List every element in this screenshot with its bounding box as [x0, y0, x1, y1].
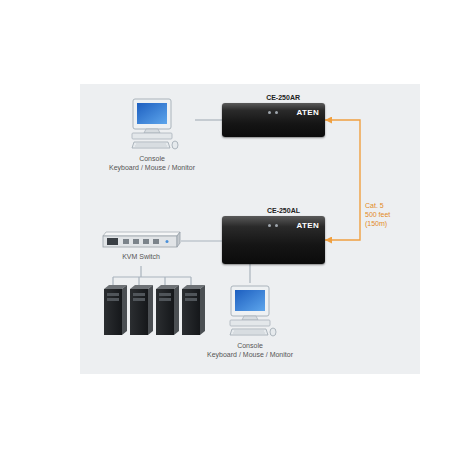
led	[275, 224, 278, 227]
device-label: Console	[139, 154, 165, 163]
connector-line	[181, 240, 222, 241]
extender-unit: CE-250ARATEN	[222, 103, 325, 137]
bus-lines	[113, 266, 191, 287]
kvm-switch: KVM Switch	[101, 231, 181, 261]
connector-line	[249, 264, 250, 283]
model-label: CE-250AR	[266, 93, 300, 102]
cable-label: Cat. 5 500 feet (150m)	[365, 201, 393, 228]
kvm-switch-icon	[101, 231, 181, 249]
device-description: Keyboard / Mouse / Monitor	[109, 163, 195, 172]
cable-connector	[325, 120, 360, 240]
brand-logo: ATEN	[297, 108, 319, 117]
device-label: Console	[237, 341, 263, 350]
model-label: CE-250AL	[267, 206, 300, 215]
console-computer: ConsoleKeyboard / Mouse / Monitor	[207, 283, 293, 359]
computer-icon	[222, 283, 278, 339]
device-label: KVM Switch	[122, 252, 160, 261]
console-computer: ConsoleKeyboard / Mouse / Monitor	[109, 96, 195, 172]
brand-logo: ATEN	[297, 221, 319, 230]
device-description: Keyboard / Mouse / Monitor	[207, 350, 293, 359]
computer-towers	[104, 285, 205, 335]
status-leds	[268, 111, 280, 114]
led	[268, 224, 271, 227]
background-panel	[80, 84, 420, 374]
status-leds	[268, 224, 280, 227]
led	[275, 111, 278, 114]
extender-unit: CE-250ALATEN	[222, 216, 325, 264]
computer-icon	[124, 96, 180, 152]
led	[268, 111, 271, 114]
connector-line	[195, 119, 222, 120]
